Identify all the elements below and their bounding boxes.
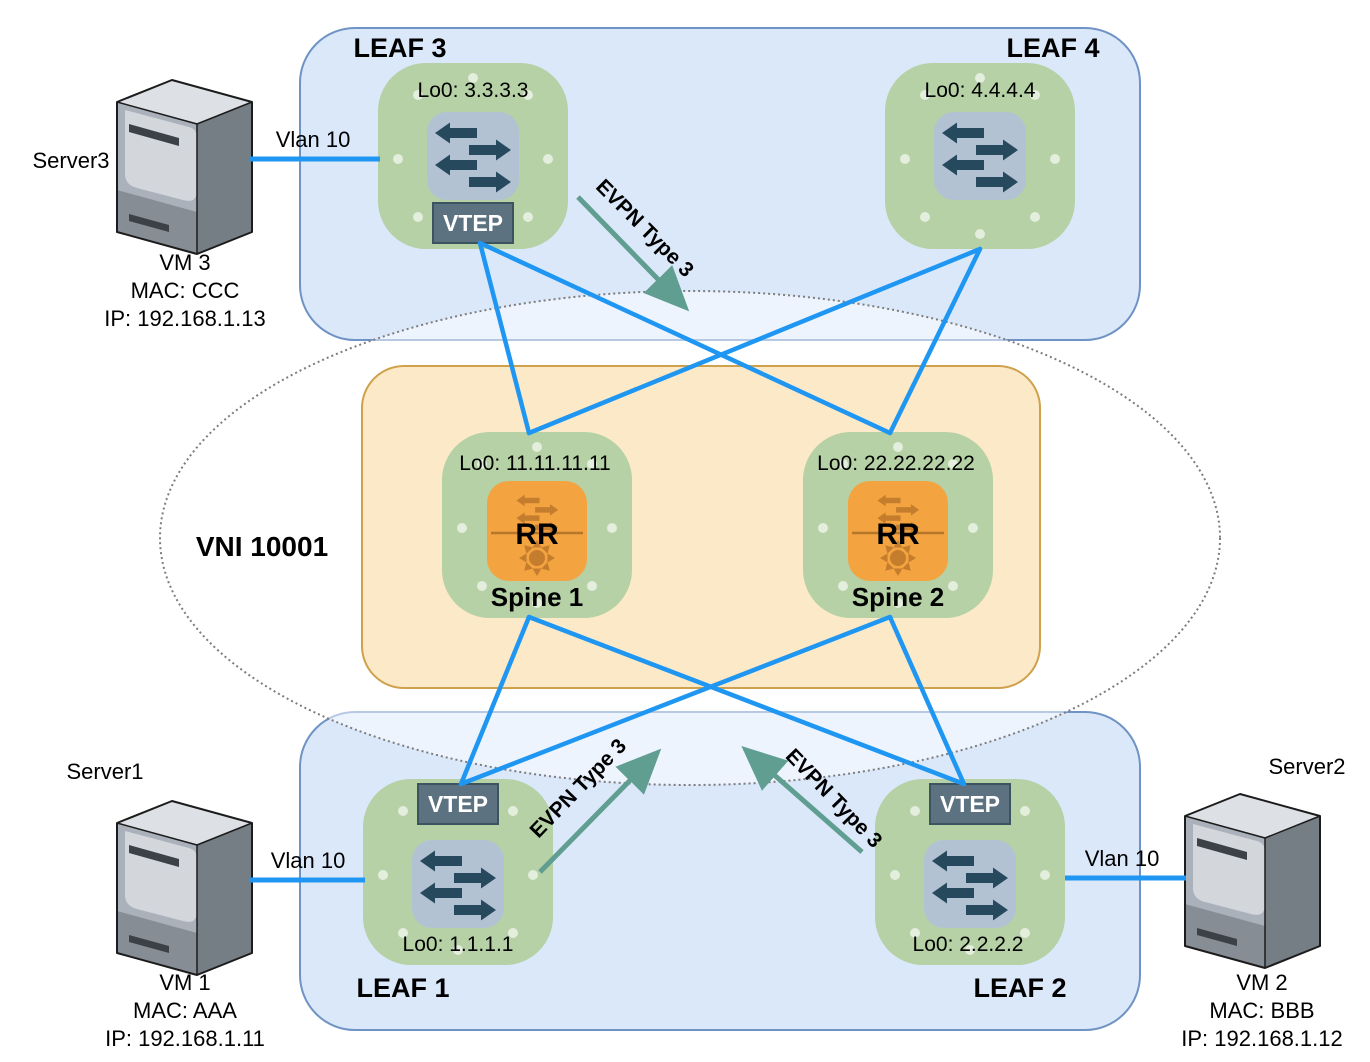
server1-vlan-label: Vlan 10 <box>271 848 346 873</box>
evpn-type3-arrow-bottom-left <box>538 748 662 874</box>
server-tower-icon <box>116 79 253 255</box>
server-tower-icon <box>1184 793 1321 969</box>
server3-mac: MAC: CCC <box>131 278 240 303</box>
leaf4-node: Lo0: 4.4.4.4 <box>885 63 1075 249</box>
link-leaf3-spine2 <box>477 240 893 436</box>
leaf3-pod-label: LEAF 3 <box>353 33 446 63</box>
server-tower-icon <box>116 800 253 976</box>
server1-mac: MAC: AAA <box>133 998 237 1023</box>
server2-mac: MAC: BBB <box>1209 998 1314 1023</box>
leaf3-lo0: Lo0: 3.3.3.3 <box>418 79 529 102</box>
leaf1-vtep-badge <box>417 783 499 825</box>
spine2-rr-label: RR <box>876 518 920 551</box>
leaf3-vtep-badge <box>432 202 514 244</box>
link-spine2-leaf1 <box>458 614 893 787</box>
spine2-node: Lo0: 22.22.22.22 RR Spine 2 <box>803 432 993 618</box>
leaf2-node: Lo0: 2.2.2.2 VTEP <box>875 779 1065 965</box>
leaf1-node: Lo0: 1.1.1.1 VTEP <box>363 779 553 965</box>
spine1-rr-label: RR <box>515 518 559 551</box>
server3-vlan-label: Vlan 10 <box>276 127 351 152</box>
leaf2-lo0: Lo0: 2.2.2.2 <box>913 933 1024 956</box>
server2-ip: IP: 192.168.1.12 <box>1181 1026 1342 1051</box>
spine1-router-icon: RR <box>487 481 587 581</box>
leaf1-lo0: Lo0: 1.1.1.1 <box>403 933 514 956</box>
server2-vlan-label: Vlan 10 <box>1085 846 1160 871</box>
link-leaf3-spine1 <box>477 240 532 436</box>
leaf1-vtep-label: VTEP <box>428 791 488 817</box>
leaf1-pod-label: LEAF 1 <box>356 973 449 1003</box>
spine2-router-icon: RR <box>848 481 948 581</box>
link-spine2-leaf2 <box>887 614 967 787</box>
link-leaf4-spine1 <box>526 246 983 436</box>
leaf2-vtep-badge <box>929 783 1011 825</box>
server1-ip: IP: 192.168.1.11 <box>105 1026 265 1051</box>
server3-vm: VM 3 <box>159 250 210 275</box>
leaf2-switch-icon <box>924 840 1016 928</box>
server1-group: Server1 VM 1 MAC: AAA IP: 192.168.1.11 <box>66 759 264 1051</box>
spine1-label: Spine 1 <box>491 582 583 612</box>
server3-ip: IP: 192.168.1.13 <box>104 306 265 331</box>
server1-label: Server1 <box>66 759 143 784</box>
vni-label: VNI 10001 <box>196 531 328 562</box>
leaf3-switch-icon <box>427 112 519 200</box>
spine1-node: Lo0: 11.11.11.11 RR Spine 1 <box>442 432 632 618</box>
link-spine1-leaf1 <box>458 614 532 787</box>
server3-group: Server3 VM 3 MAC: CCC IP: 192.168.1.13 <box>32 79 266 331</box>
server3-label: Server3 <box>32 148 109 173</box>
server2-label: Server2 <box>1268 754 1345 779</box>
leaf4-pod-label: LEAF 4 <box>1006 33 1099 63</box>
link-leaf4-spine2 <box>887 246 983 436</box>
spine1-lo0: Lo0: 11.11.11.11 <box>459 452 610 475</box>
leaf4-switch-icon <box>934 112 1026 200</box>
leaf3-node: Lo0: 3.3.3.3 VTEP <box>378 63 568 249</box>
spine2-lo0: Lo0: 22.22.22.22 <box>817 452 975 475</box>
leaf2-pod-label: LEAF 2 <box>973 973 1066 1003</box>
link-spine1-leaf2 <box>526 614 967 787</box>
server2-vm: VM 2 <box>1236 970 1287 995</box>
leaf2-vtep-label: VTEP <box>940 791 1000 817</box>
leaf3-vtep-label: VTEP <box>443 210 503 236</box>
spine2-label: Spine 2 <box>852 582 944 612</box>
evpn-type3-arrow-top <box>576 195 690 312</box>
server2-group: Server2 VM 2 MAC: BBB IP: 192.168.1.12 <box>1181 754 1345 1051</box>
evpn-type3-arrow-bottom-right <box>741 746 864 854</box>
leaf1-switch-icon <box>412 840 504 928</box>
server1-vm: VM 1 <box>159 970 210 995</box>
leaf4-lo0: Lo0: 4.4.4.4 <box>925 79 1036 102</box>
